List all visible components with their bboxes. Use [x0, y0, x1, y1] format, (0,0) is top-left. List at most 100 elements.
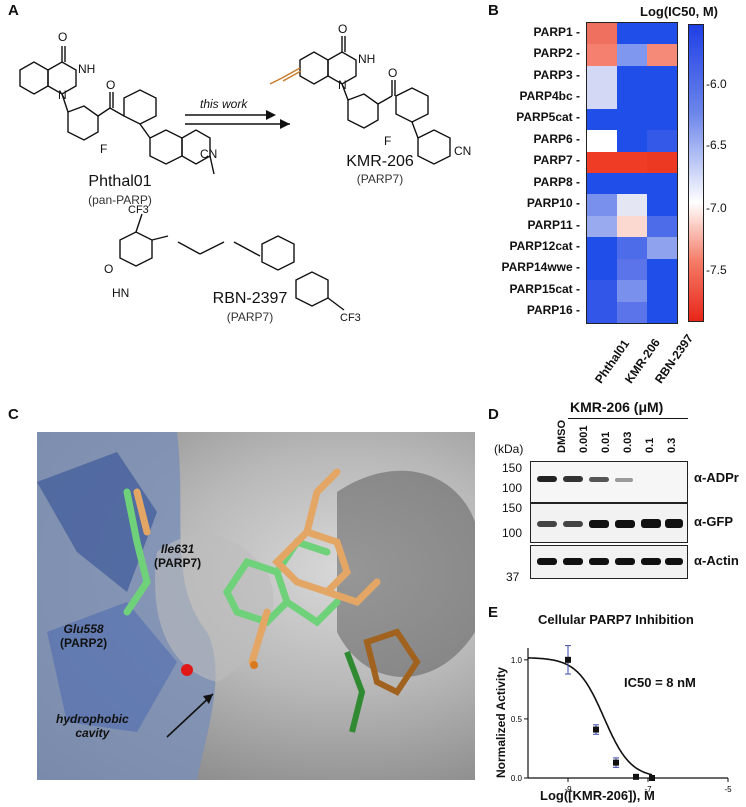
lane-label-0.01: 0.01: [600, 431, 612, 453]
residue-sub-ile631: (PARP7): [154, 556, 202, 570]
colorbar-tick-1: -6.0: [706, 77, 727, 91]
marker-150-gfp: 150: [502, 501, 523, 515]
heatmap-row-label: PARP7 -: [533, 153, 580, 168]
atom-nh-kmr: NH: [358, 52, 376, 66]
heatmap-cell: [647, 301, 677, 323]
atom-n-kmr: N: [338, 78, 347, 92]
heatmap-row-label: PARP12cat -: [509, 239, 580, 253]
marker-37-actin: 37: [506, 570, 520, 584]
compound-header: KMR-206 (μM): [570, 399, 664, 415]
compound-name-kmr206: KMR-206: [346, 153, 414, 170]
heatmap-cell: [617, 65, 647, 88]
panel-letter-d: D: [488, 406, 499, 423]
atom-cf3-rbn: CF3: [128, 204, 149, 216]
heatmap-cell: [617, 151, 647, 173]
heatmap-cell: [617, 44, 647, 66]
heatmap-cell: [587, 237, 617, 259]
heatmap-cell: [617, 301, 647, 323]
atom-f-phthal: F: [100, 142, 108, 156]
atom-o-kmr: O: [338, 22, 348, 36]
antibody-label-actin: α-Actin: [694, 553, 739, 568]
residue-sub-glu558: (PARP2): [60, 636, 108, 650]
compound-target-kmr206: (PARP7): [356, 172, 404, 186]
band: [641, 558, 661, 565]
band: [615, 520, 635, 528]
heatmap-cell: [647, 280, 677, 302]
marker-100-adpr: 100: [502, 481, 523, 495]
heatmap-cell: [587, 258, 617, 281]
colorbar: [688, 24, 704, 322]
heatmap-cell: [617, 108, 647, 131]
atom-o-rbn: O: [104, 262, 114, 276]
heatmap-cell: [647, 151, 677, 173]
heatmap-column-label: RBN-2397: [652, 331, 696, 387]
blot-actin: [530, 545, 688, 579]
chart-title: Cellular PARP7 Inhibition: [538, 612, 694, 627]
lane-label-0.1: 0.1: [644, 437, 656, 453]
heatmap-row-labels: PARP1 -PARP2 -PARP3 -PARP4bc -PARP5cat -…: [490, 22, 580, 322]
residue-label-glu558: Glu558 (PARP2): [60, 622, 107, 650]
heatmap-cell: [647, 23, 677, 45]
cavity-label-line2: cavity: [75, 726, 110, 740]
atom-n-phthal: N: [58, 88, 67, 102]
colorbar-tick-4: -7.5: [706, 263, 727, 277]
heatmap-cell: [587, 130, 617, 152]
y-tick-label: 0.0: [511, 774, 523, 783]
chart-ylabel: Normalized Activity: [494, 667, 508, 778]
antibody-label-gfp: α-GFP: [694, 514, 734, 529]
x-tick-label: -5: [724, 785, 732, 794]
compound-name-rbn2397: RBN-2397: [212, 290, 288, 307]
atom-nh-phthal: NH: [78, 62, 96, 76]
heatmap-row-label: PARP10 -: [526, 196, 580, 211]
band: [563, 521, 583, 527]
residue-label-ile631: Ile631 (PARP7): [154, 542, 201, 570]
data-point: [613, 759, 619, 766]
heatmap-cell: [647, 215, 677, 238]
cavity-label: hydrophobic cavity: [56, 712, 129, 740]
colorbar-title: Log(IC50, M): [640, 4, 718, 19]
atom-cn-kmr: CN: [454, 144, 472, 158]
atom-o-phthal: O: [58, 30, 68, 44]
x-tick-label: -7: [644, 785, 652, 794]
heatmap-grid: [586, 22, 678, 324]
data-point: [649, 775, 655, 781]
ic50-annotation: IC50 = 8 nM: [624, 675, 696, 690]
band: [665, 558, 683, 565]
band: [589, 520, 609, 528]
heatmap-cell: [617, 173, 647, 195]
protein-surface: [37, 432, 475, 780]
heatmap-cell: [617, 237, 647, 259]
heatmap-row-label: PARP1 -: [533, 24, 580, 39]
heatmap-cell: [587, 151, 617, 173]
band: [537, 476, 557, 482]
compound-target-phthal01: (pan-PARP): [88, 193, 152, 207]
colorbar-tick-3: -7.0: [706, 201, 727, 215]
heatmap-cell: [647, 194, 677, 216]
compound-name-phthal01: Phthal01: [88, 173, 152, 190]
band: [563, 476, 583, 482]
band: [589, 558, 609, 565]
band: [537, 521, 557, 527]
heatmap-row-label: PARP14wwe -: [501, 260, 580, 275]
heatmap-cell: [617, 87, 647, 109]
heatmap-cell: [647, 44, 677, 66]
panel-letter-a: A: [8, 2, 19, 19]
band: [537, 558, 557, 565]
structure-render: [37, 432, 475, 780]
atom-o-kmr-carbonyl: O: [388, 66, 398, 80]
heatmap-cell: [647, 237, 677, 259]
heatmap-cell: [587, 280, 617, 302]
heatmap-row-label: PARP3 -: [533, 67, 580, 82]
heatmap-cell: [617, 130, 647, 152]
heatmap-row-label: PARP4bc -: [519, 89, 580, 103]
kda-label: (kDa): [494, 442, 524, 456]
chart-xlabel: Log([KMR-206]), M: [540, 788, 655, 803]
heatmap-cell: [587, 173, 617, 195]
compound-target-rbn2397: (PARP7): [226, 310, 274, 324]
arrow-label: this work: [200, 97, 248, 111]
heatmap-cell: [617, 258, 647, 281]
heatmap-cell: [587, 23, 617, 45]
fit-curve: [528, 657, 653, 776]
heatmap-cell: [647, 130, 677, 152]
heatmap-cell: [647, 173, 677, 195]
